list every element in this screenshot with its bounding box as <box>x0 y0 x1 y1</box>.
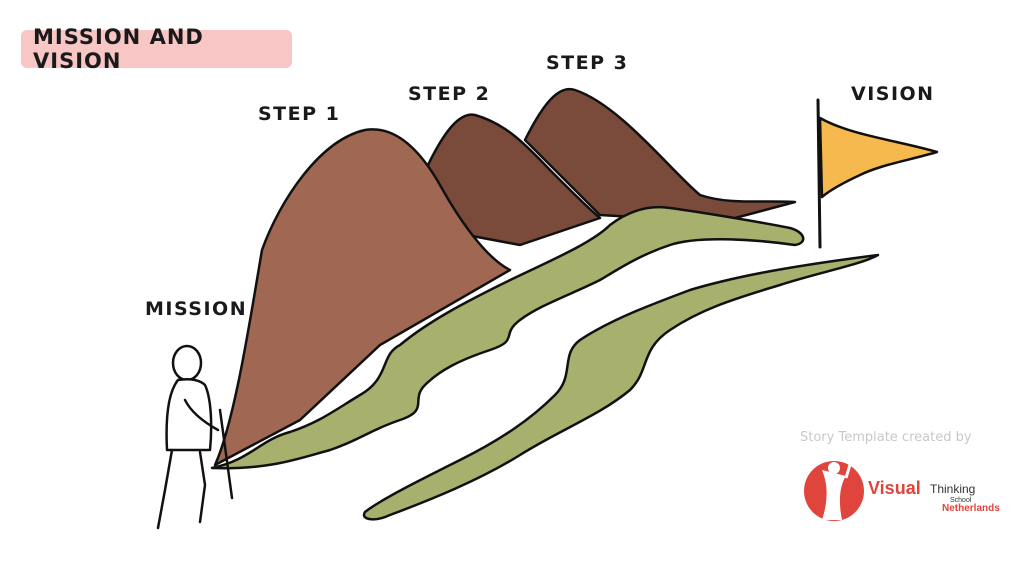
brand-name: Visual <box>868 478 921 498</box>
person-icon <box>156 344 234 530</box>
brand-country: Netherlands <box>942 503 1000 514</box>
page-title: MISSION AND VISION <box>33 25 204 73</box>
logo-icon <box>804 457 864 521</box>
mountain-step-3 <box>523 87 797 224</box>
mission-label: MISSION <box>145 298 248 320</box>
lower-path <box>362 253 880 521</box>
credit-text: Story Template created by <box>800 430 972 445</box>
mountain-step-1 <box>213 128 512 467</box>
step-2-label: STEP 2 <box>408 83 491 105</box>
step-3-label: STEP 3 <box>546 52 629 74</box>
vision-label: VISION <box>851 83 935 105</box>
mountain-step-2 <box>426 113 602 247</box>
flag-icon <box>816 98 939 249</box>
brand-thinking: Thinking <box>930 482 976 496</box>
brand-school: School <box>950 497 972 504</box>
title-badge: MISSION AND VISION <box>21 25 292 73</box>
upper-path <box>210 205 805 470</box>
step-1-label: STEP 1 <box>258 103 341 125</box>
